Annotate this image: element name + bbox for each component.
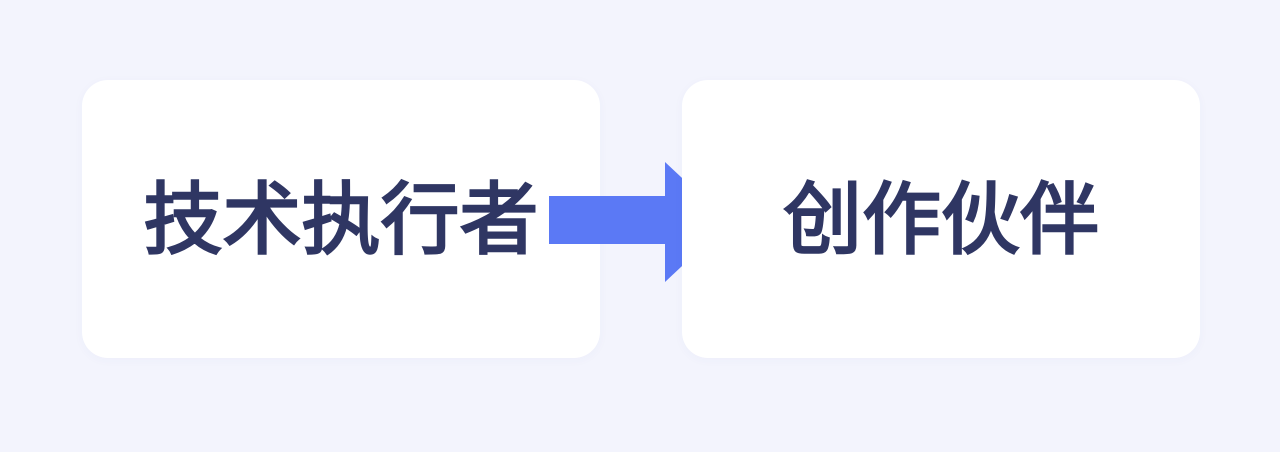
after-state-card: 创作伙伴 [682,80,1200,358]
before-state-label: 技术执行者 [143,173,539,266]
before-state-card: 技术执行者 [82,80,600,358]
after-state-label: 创作伙伴 [783,173,1099,266]
